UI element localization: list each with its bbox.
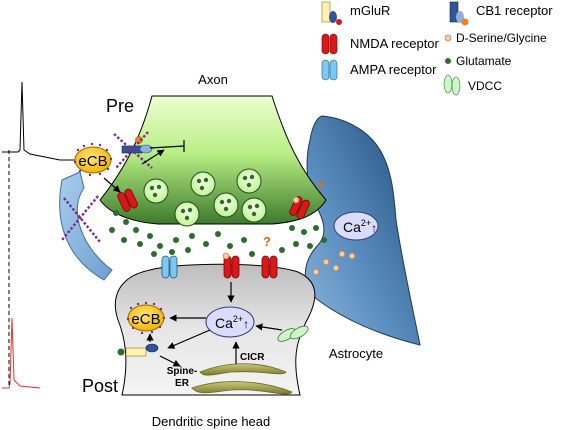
post-nmda-center xyxy=(223,255,240,279)
legend: mGluR CB1 receptor NMDA receptor D-Serin… xyxy=(321,1,553,96)
legend-serine: D-Serine/Glycine xyxy=(456,31,547,45)
vesicle xyxy=(190,171,216,197)
vdcc-channel xyxy=(277,325,309,342)
pre-label: Pre xyxy=(106,96,134,116)
axon-label: Axon xyxy=(198,72,228,87)
pre-nmda-right xyxy=(289,196,310,220)
astrocyte-label: Astrocyte xyxy=(329,346,383,361)
vesicle xyxy=(143,178,169,204)
glutamate-molecules xyxy=(109,210,327,257)
question-mark-pre: ? xyxy=(316,179,324,194)
ecb-post-label: eCB xyxy=(131,311,160,328)
ecb-pre-label: eCB xyxy=(78,153,107,170)
ca-bubble-astrocyte xyxy=(333,211,379,241)
post-label: Post xyxy=(82,376,118,396)
spine-er-label-2: ER xyxy=(175,378,190,389)
legend-mglur: mGluR xyxy=(350,3,390,18)
cicr-label: CICR xyxy=(240,352,265,363)
legend-cb1-icon xyxy=(449,1,469,26)
pre-trace xyxy=(2,81,110,161)
legend-vdcc: VDCC xyxy=(468,79,502,93)
legend-serine-icon xyxy=(444,34,452,42)
vesicle xyxy=(241,197,267,223)
pre-nmda-left xyxy=(117,188,138,212)
spine-head-label: Dendritic spine head xyxy=(152,414,271,429)
legend-nmda-icon xyxy=(321,33,338,55)
arrows xyxy=(103,140,283,367)
legend-ampa-icon xyxy=(321,59,338,81)
spine-er xyxy=(191,363,293,395)
legend-glutamate: Glutamate xyxy=(456,54,512,68)
ca-post-label: Ca2+↑ xyxy=(215,314,249,331)
legend-cb1: CB1 receptor xyxy=(476,3,553,18)
ecb-pre xyxy=(73,142,113,177)
post-trace xyxy=(2,317,41,389)
ecb-post xyxy=(126,301,166,335)
post-nmda-right xyxy=(261,255,278,279)
legend-vdcc-icon xyxy=(443,74,461,96)
retrograde-arrow xyxy=(59,171,113,281)
vesicle xyxy=(236,168,262,194)
question-mark-post: ? xyxy=(263,234,271,249)
legend-mglur-icon xyxy=(321,1,342,25)
spine-er-label-1: Spine- xyxy=(167,366,198,377)
legend-ampa: AMPA receptor xyxy=(350,62,437,77)
post-ampa xyxy=(161,255,178,279)
legend-glutamate-icon xyxy=(445,58,451,64)
vesicle xyxy=(213,192,239,218)
ca-bubble-post xyxy=(205,306,255,338)
ca-astrocyte-label: Ca2+↑ xyxy=(343,218,377,235)
post-mglur xyxy=(117,343,159,357)
vesicles xyxy=(143,168,267,227)
d-serine-molecules xyxy=(222,196,356,276)
vesicle xyxy=(174,201,200,227)
legend-nmda: NMDA receptor xyxy=(350,36,440,51)
